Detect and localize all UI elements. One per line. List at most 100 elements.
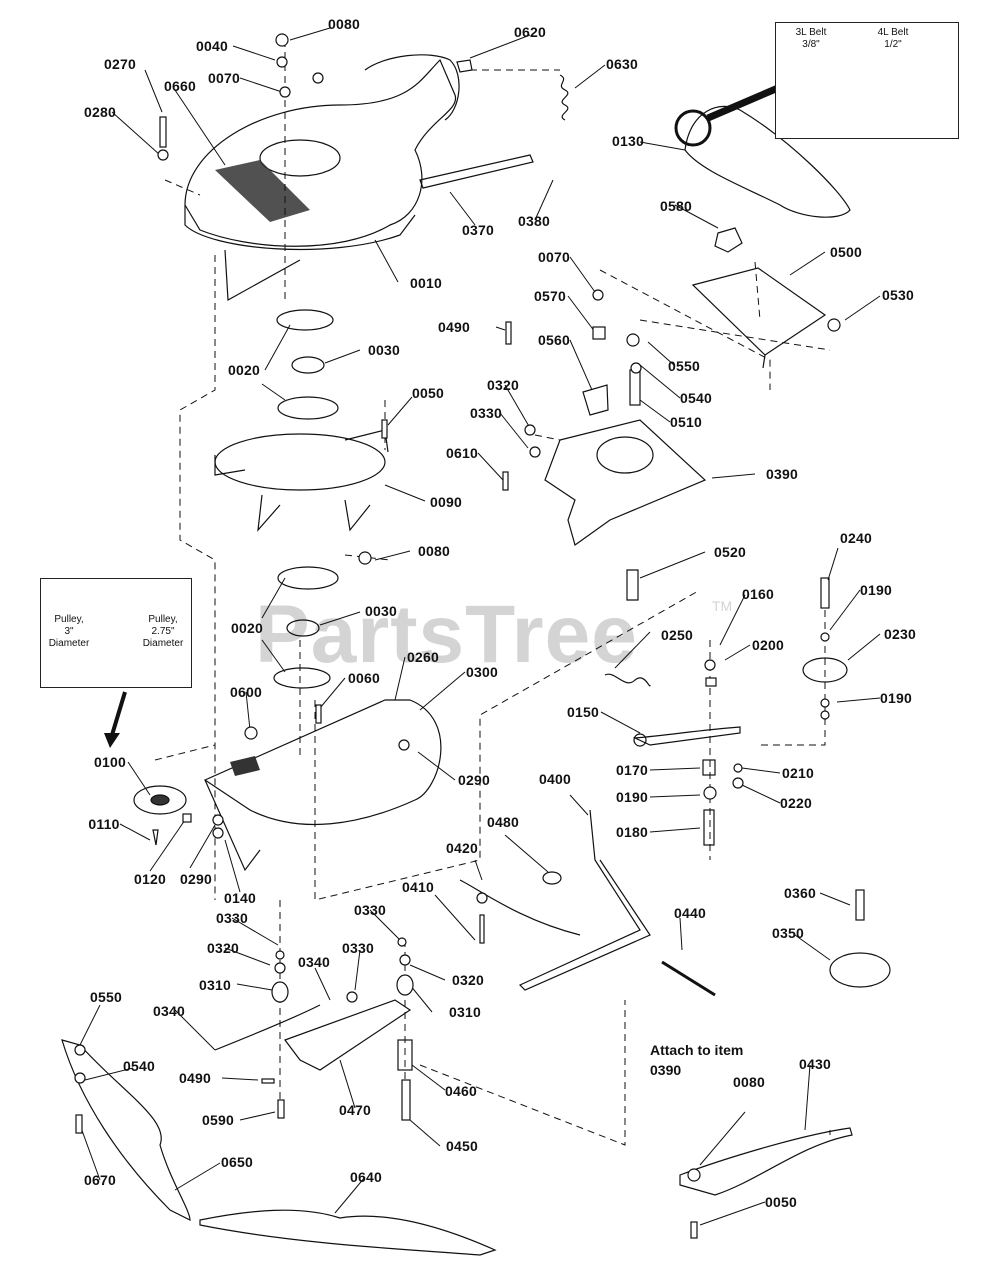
belt-3l-size: 3/8"	[802, 39, 820, 50]
part-label-0150: 0150	[567, 704, 599, 720]
part-label-0010: 0010	[410, 275, 442, 291]
pulley-inset	[40, 578, 192, 688]
part-label-0610: 0610	[446, 445, 478, 461]
part-label-0340: 0340	[298, 954, 330, 970]
bolt-0180	[703, 809, 715, 846]
belt-0130	[684, 105, 851, 218]
belt-4l-size: 1/2"	[884, 39, 902, 50]
part-label-0650: 0650	[221, 1154, 253, 1170]
part-label-0200: 0200	[752, 637, 784, 653]
part-label-0090: 0090	[430, 494, 462, 510]
part-label-0490-b: 0490	[179, 1070, 211, 1086]
part-label-0320-b: 0320	[207, 940, 239, 956]
part-label-0320: 0320	[487, 377, 519, 393]
part-label-0590: 0590	[202, 1112, 234, 1128]
blower-housing	[184, 54, 460, 301]
part-label-0470: 0470	[339, 1102, 371, 1118]
flange-0020d	[273, 667, 331, 689]
bolt-0360	[855, 889, 865, 921]
pin-0340	[214, 1004, 321, 1051]
part-label-0310-b: 0310	[449, 1004, 481, 1020]
part-label-0300: 0300	[466, 664, 498, 680]
part-label-0190-c: 0190	[616, 789, 648, 805]
spacer-0170	[702, 759, 716, 776]
pulley-a-line2: 3"	[64, 626, 74, 637]
part-label-0290: 0290	[458, 772, 490, 788]
part-label-0530: 0530	[882, 287, 914, 303]
part-label-0250: 0250	[661, 627, 693, 643]
bracket-0620	[456, 59, 473, 73]
part-label-0380: 0380	[518, 213, 550, 229]
part-label-0520: 0520	[714, 544, 746, 560]
spring-0630	[559, 74, 569, 121]
part-label-0540: 0540	[680, 390, 712, 406]
bracket-0560	[582, 384, 609, 416]
pulley-b-line2: 2.75"	[151, 626, 175, 637]
part-label-0070: 0070	[208, 70, 240, 86]
bolt-0450	[401, 1079, 411, 1121]
impeller-0090	[214, 433, 386, 491]
knob-0580	[714, 227, 743, 253]
part-label-0260: 0260	[407, 649, 439, 665]
rod-0410	[459, 879, 581, 936]
part-label-0560: 0560	[538, 332, 570, 348]
scraper-0650	[61, 1039, 191, 1221]
bolt-0520	[626, 569, 639, 601]
part-label-0320-c: 0320	[452, 972, 484, 988]
pulley-b-line3: Diameter	[142, 638, 184, 649]
part-label-0660: 0660	[164, 78, 196, 94]
part-label-0080: 0080	[328, 16, 360, 32]
part-label-0030: 0030	[368, 342, 400, 358]
part-label-0440: 0440	[674, 905, 706, 921]
part-label-0280: 0280	[84, 104, 116, 120]
part-label-0030-b: 0030	[365, 603, 397, 619]
lower-housing-0300	[203, 699, 442, 826]
part-label-0400: 0400	[539, 771, 571, 787]
part-label-0080-c: 0080	[733, 1074, 765, 1090]
attach-note: Attach to item 0390	[650, 1040, 743, 1080]
part-label-0490: 0490	[438, 319, 470, 335]
part-label-0620: 0620	[514, 24, 546, 40]
bolt-0240	[820, 577, 830, 609]
part-label-0540-b: 0540	[123, 1058, 155, 1074]
attach-note-line2: 0390	[650, 1062, 682, 1078]
watermark-trademark: TM	[712, 598, 733, 614]
part-label-0050-b: 0050	[765, 1194, 797, 1210]
part-label-0270: 0270	[104, 56, 136, 72]
part-label-0020: 0020	[228, 362, 260, 378]
part-label-0510: 0510	[670, 414, 702, 430]
part-label-0550: 0550	[668, 358, 700, 374]
bracket-0430	[679, 1127, 853, 1196]
part-label-0050: 0050	[412, 385, 444, 401]
bearing-0030a	[291, 356, 325, 374]
part-label-0630: 0630	[606, 56, 638, 72]
arm-0150	[632, 726, 741, 746]
part-label-0410: 0410	[402, 879, 434, 895]
part-label-0100: 0100	[94, 754, 126, 770]
hardware	[74, 33, 841, 1239]
part-label-0160: 0160	[742, 586, 774, 602]
bracket-0470	[284, 999, 412, 1071]
plate-0480	[542, 871, 562, 885]
spring-0250	[604, 673, 651, 687]
assembly-lines	[154, 40, 831, 1146]
flange-0020a	[276, 309, 334, 331]
part-label-0330-d: 0330	[342, 940, 374, 956]
part-label-0600: 0600	[230, 684, 262, 700]
part-label-0230: 0230	[884, 626, 916, 642]
part-label-0670: 0670	[84, 1172, 116, 1188]
strap-0370	[419, 154, 534, 189]
part-label-0330: 0330	[470, 405, 502, 421]
part-label-0040: 0040	[196, 38, 228, 54]
pulley-a-line3: Diameter	[48, 638, 90, 649]
part-label-0190: 0190	[860, 582, 892, 598]
part-label-0060: 0060	[348, 670, 380, 686]
part-label-0130: 0130	[612, 133, 644, 149]
bearing-0030b	[286, 619, 320, 637]
leader-lines	[79, 27, 881, 1226]
part-label-0310: 0310	[199, 977, 231, 993]
part-label-0190-b: 0190	[880, 690, 912, 706]
part-label-0330-c: 0330	[354, 902, 386, 918]
part-label-0180: 0180	[616, 824, 648, 840]
